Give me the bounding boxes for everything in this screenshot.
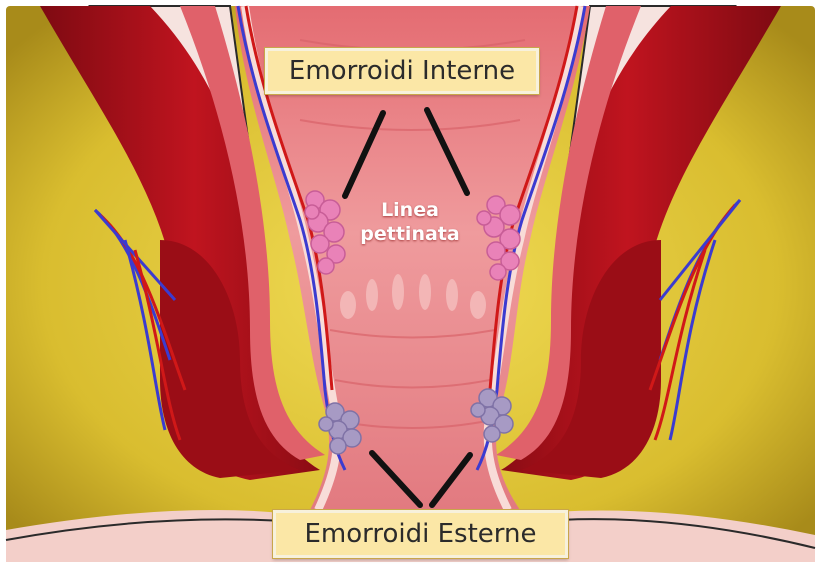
label-internal-hemorrhoids: Emorroidi Interne: [265, 48, 539, 94]
label-pectinate-line-2: pettinata: [345, 222, 475, 246]
label-pectinate-line-1: Linea: [345, 198, 475, 222]
label-external-hemorrhoids: Emorroidi Esterne: [273, 510, 568, 558]
label-pectinate-line: Linea pettinata: [345, 198, 475, 246]
